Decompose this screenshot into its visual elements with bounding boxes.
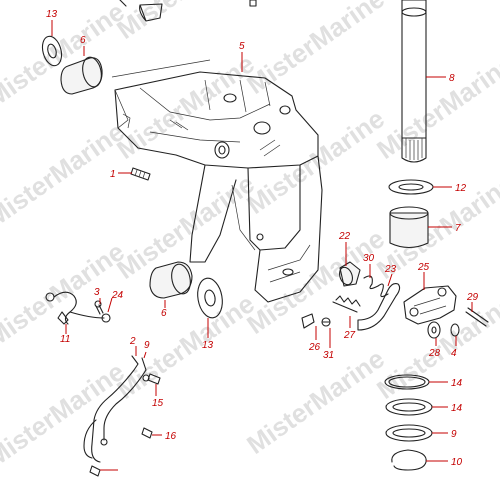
thrust-washer-part xyxy=(388,179,434,195)
callout-number: 2 xyxy=(129,336,136,347)
callout-number: 9 xyxy=(451,429,457,440)
small-bushing-part xyxy=(339,261,361,287)
watermark: MisterMarine xyxy=(371,48,500,165)
washer-part xyxy=(41,35,63,67)
callout-number: 23 xyxy=(384,264,397,275)
leader-line xyxy=(107,297,113,313)
ground-cable-part xyxy=(83,355,150,463)
callout-number: 12 xyxy=(455,183,467,194)
callout-number: 26 xyxy=(308,342,321,353)
top-bolt-part xyxy=(249,0,257,7)
shim-part xyxy=(385,398,433,416)
bolt-part xyxy=(89,373,161,477)
circlip-part xyxy=(391,449,427,471)
callout-number: 6 xyxy=(80,35,86,46)
screw-part xyxy=(321,317,331,327)
callout-number: 29 xyxy=(466,292,479,303)
callout-number: 13 xyxy=(46,9,58,20)
leader-line xyxy=(143,351,147,359)
callout-number: 24 xyxy=(111,290,124,301)
bracket-lower-part xyxy=(189,155,323,303)
leader-line xyxy=(387,273,393,287)
bushing-part xyxy=(149,261,193,299)
watermark: MisterMarine xyxy=(0,356,130,473)
callout-numbers: 13 6 5 8 1 12 7 22 30 23 25 29 6 13 11 3… xyxy=(46,9,479,468)
ground-wire-part xyxy=(45,291,111,325)
washer-part xyxy=(197,277,223,319)
cotter-pin-part xyxy=(465,307,489,327)
callout-number: 3 xyxy=(94,287,100,298)
callout-number: 14 xyxy=(451,403,463,414)
callout-number: 13 xyxy=(202,340,214,351)
watermark: MisterMarine xyxy=(241,223,390,340)
watermark: MisterMarine xyxy=(241,0,390,100)
callout-number: 28 xyxy=(428,348,441,359)
screw-part xyxy=(94,300,104,315)
callout-number: 7 xyxy=(455,223,461,234)
watermark: MisterMarine xyxy=(241,343,390,460)
spring-part xyxy=(332,295,361,313)
callout-number: 16 xyxy=(165,431,177,442)
top-bushing-part xyxy=(139,3,163,22)
grease-nipple-part xyxy=(130,167,151,181)
spring-part xyxy=(363,275,389,298)
callout-number: 25 xyxy=(417,262,430,273)
parts-line-art xyxy=(41,0,489,477)
callout-number: 1 xyxy=(110,169,116,180)
watermark: MisterMarine xyxy=(111,0,260,45)
lever-pin-part xyxy=(427,321,441,339)
callout-number: 30 xyxy=(363,253,375,264)
tilt-lever-rod-part xyxy=(357,283,401,331)
callout-number: 8 xyxy=(449,73,455,84)
callout-number: 31 xyxy=(323,350,334,361)
guide-line xyxy=(111,59,211,78)
top-clip-part xyxy=(119,0,127,7)
callout-number: 14 xyxy=(451,378,463,389)
lever-washer-part xyxy=(450,323,460,337)
callout-number: 9 xyxy=(144,340,150,351)
watermark: MisterMarine xyxy=(0,0,130,113)
drive-shaft-part xyxy=(401,0,427,163)
clip-part xyxy=(301,313,315,329)
callout-number: 11 xyxy=(60,334,70,345)
callout-number: 22 xyxy=(338,231,351,242)
callout-number: 10 xyxy=(451,457,463,468)
tilt-lock-lever-part xyxy=(403,285,457,325)
bushing-part xyxy=(60,56,103,95)
shaft-bushing-part xyxy=(389,206,429,249)
callout-leaders xyxy=(51,20,473,471)
callout-number: 4 xyxy=(451,348,457,359)
callout-number: 6 xyxy=(161,308,167,319)
shim-part xyxy=(385,424,433,442)
callout-number: 27 xyxy=(343,330,356,341)
swivel-bracket-part xyxy=(114,71,319,169)
callout-number: 15 xyxy=(152,398,164,409)
callout-number: 5 xyxy=(239,41,245,52)
watermark: MisterMarine xyxy=(241,103,390,220)
watermark: MisterMarine xyxy=(111,48,260,165)
